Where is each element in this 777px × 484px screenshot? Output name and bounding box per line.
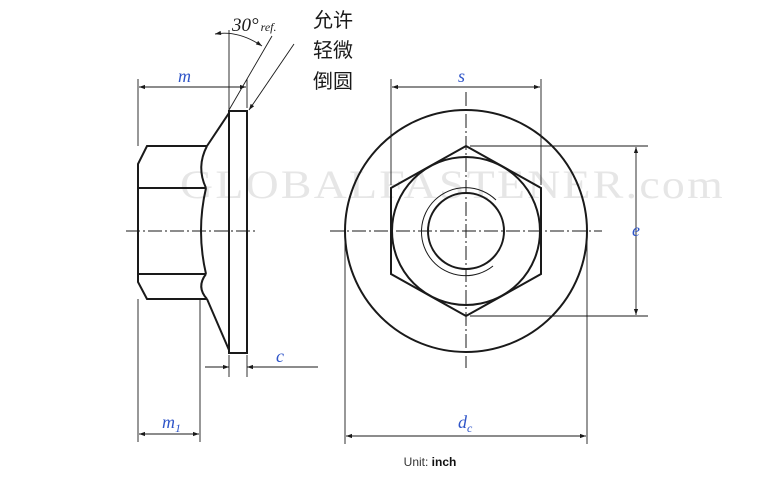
- watermark-text: GLOBALFASTENER.com: [180, 162, 725, 207]
- side-view: [126, 110, 258, 354]
- hex-body-outline: [137, 145, 207, 300]
- unit-caption: Unit: inch: [0, 455, 777, 469]
- unit-prefix: Unit:: [403, 455, 432, 469]
- chamfer-note: 允许 轻微 倒圆: [313, 8, 353, 93]
- chamfer-note-line-3: 倒圆: [313, 69, 353, 93]
- unit-value: inch: [431, 455, 457, 469]
- flange-cone: [206, 112, 230, 351]
- dimension-e: e: [632, 220, 640, 240]
- thread-arc: [420, 187, 497, 277]
- dimension-c: c: [276, 346, 284, 366]
- flange-plate: [228, 110, 248, 354]
- side-dimensions: m c m1 30°ref.: [137, 15, 318, 442]
- dimension-m: m: [178, 66, 191, 86]
- chamfer-note-line-1: 允许: [313, 8, 353, 32]
- dimension-s: s: [458, 66, 465, 86]
- angle-note: 30°ref.: [231, 15, 277, 36]
- dimension-m1: m1: [162, 412, 181, 435]
- front-dimensions: s e dc: [344, 66, 648, 444]
- front-view: [330, 92, 602, 368]
- chamfer-note-line-2: 轻微: [313, 38, 353, 62]
- dimension-dc: dc: [458, 412, 473, 435]
